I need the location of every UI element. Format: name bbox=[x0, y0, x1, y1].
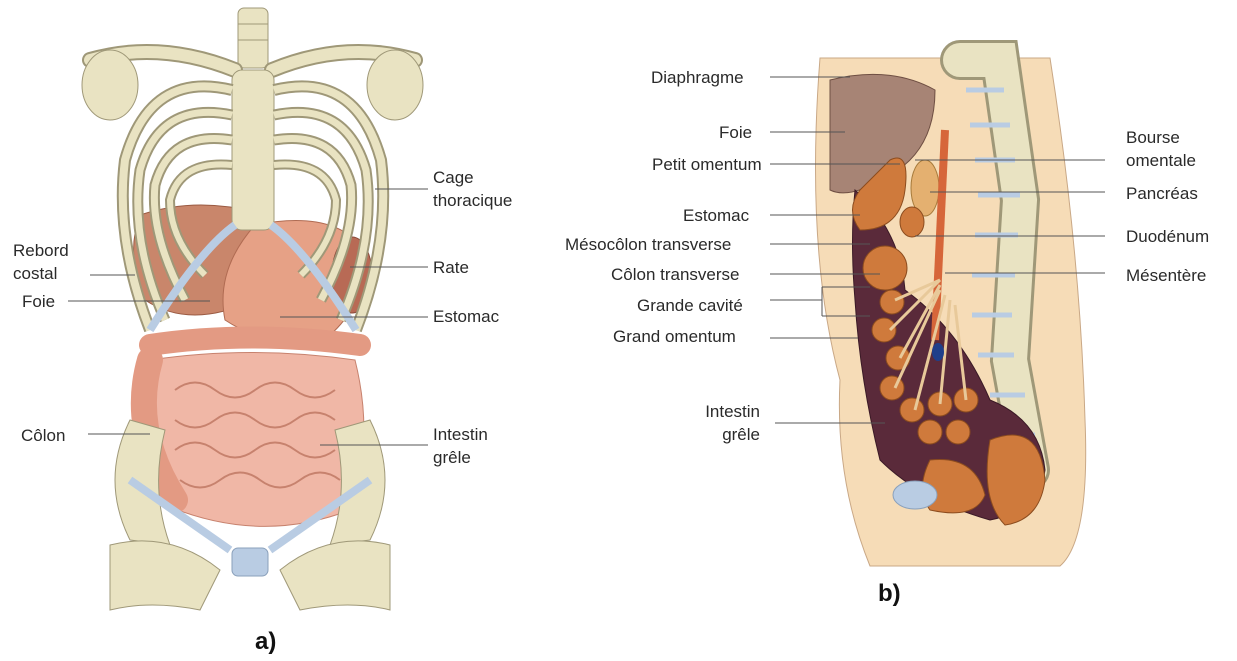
transverse-colon-b bbox=[863, 246, 907, 290]
label-intestin-grele-b: Intestin grêle bbox=[680, 400, 760, 446]
panel-b-tag: b) bbox=[878, 580, 901, 608]
label-grand-omentum: Grand omentum bbox=[613, 325, 736, 348]
label-pancreas: Pancréas bbox=[1126, 182, 1198, 205]
label-mesentere: Mésentère bbox=[1126, 264, 1206, 287]
label-foie-b: Foie bbox=[719, 121, 752, 144]
label-diaphragme: Diaphragme bbox=[651, 66, 744, 89]
label-colon-transverse: Côlon transverse bbox=[611, 263, 740, 286]
label-grande-cavite: Grande cavité bbox=[637, 294, 743, 317]
label-duodenum: Duodénum bbox=[1126, 225, 1209, 248]
duodenum-b bbox=[900, 207, 924, 237]
label-bourse-omentale: Bourse omentale bbox=[1126, 126, 1196, 172]
vena-cava-mark-b bbox=[932, 343, 944, 361]
label-estomac-b: Estomac bbox=[683, 204, 749, 227]
label-petit-omentum: Petit omentum bbox=[652, 153, 762, 176]
label-mesocolon-transverse: Mésocôlon transverse bbox=[565, 233, 731, 256]
